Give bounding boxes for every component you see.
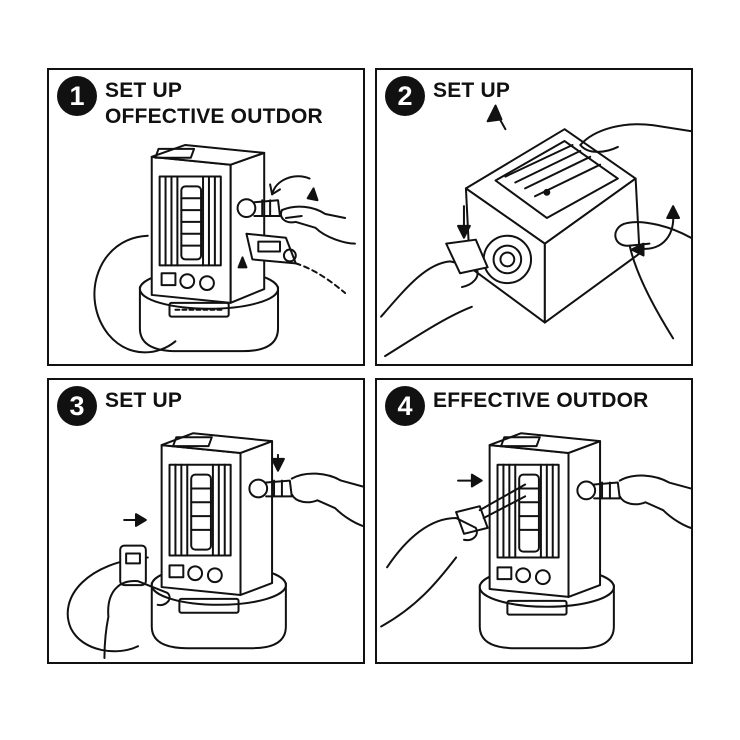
heater-base: [140, 287, 278, 351]
step-number-badge: 2: [385, 76, 425, 116]
hand: [292, 474, 363, 526]
remote-control: [120, 546, 146, 585]
step-title: EFFECTIVE OUTDOR: [433, 388, 649, 414]
hand: [104, 581, 169, 658]
grille-bars: [166, 177, 215, 266]
hand: [381, 261, 477, 316]
step-title: SET UP: [105, 388, 182, 414]
step-1-panel: 1 SET UP OFFECTIVE OUTDOR: [47, 68, 365, 366]
hand: [580, 124, 690, 145]
control-knob: [188, 566, 202, 580]
plug: [456, 506, 488, 534]
heating-element: [191, 475, 211, 550]
heater-base: [480, 585, 614, 648]
plug: [446, 240, 487, 274]
power-cord: [68, 557, 148, 651]
step-title: SET UP OFFECTIVE OUTDOR: [105, 78, 323, 130]
step-number-badge: 3: [57, 386, 97, 426]
rotate-arrow: [272, 176, 309, 194]
power-cord: [94, 236, 175, 353]
step-4-illustration: [377, 380, 691, 662]
step-4-panel: 4 EFFECTIVE OUTDOR: [375, 378, 693, 664]
step-3-illustration: [49, 380, 363, 662]
step-title-line: SET UP: [105, 389, 183, 412]
step-title-line: OFFECTIVE OUTDOR: [105, 105, 323, 128]
step-2-illustration: [377, 70, 691, 364]
heating-element: [519, 475, 539, 552]
heater-base: [152, 583, 286, 648]
step-number-badge: 1: [57, 76, 97, 116]
step-2-panel: 2 SET UP: [375, 68, 693, 366]
step-3-panel: 3 SET UP: [47, 378, 365, 664]
plug: [246, 234, 295, 264]
hand: [620, 476, 691, 528]
step-title-line: EFFECTIVE OUTDOR: [433, 389, 649, 412]
step-title-line: SET UP: [105, 79, 183, 102]
control-knob: [180, 274, 194, 288]
control-knob: [200, 276, 214, 290]
step-title: SET UP: [433, 78, 510, 104]
heater-body-front: [152, 157, 231, 303]
step-1-illustration: [49, 70, 363, 364]
step-number-badge: 4: [385, 386, 425, 426]
step-title-line: SET UP: [433, 79, 511, 102]
hand: [281, 207, 355, 244]
control-knob: [536, 570, 550, 584]
hand: [381, 518, 477, 626]
control-knob: [516, 568, 530, 582]
control-knob: [208, 568, 222, 582]
